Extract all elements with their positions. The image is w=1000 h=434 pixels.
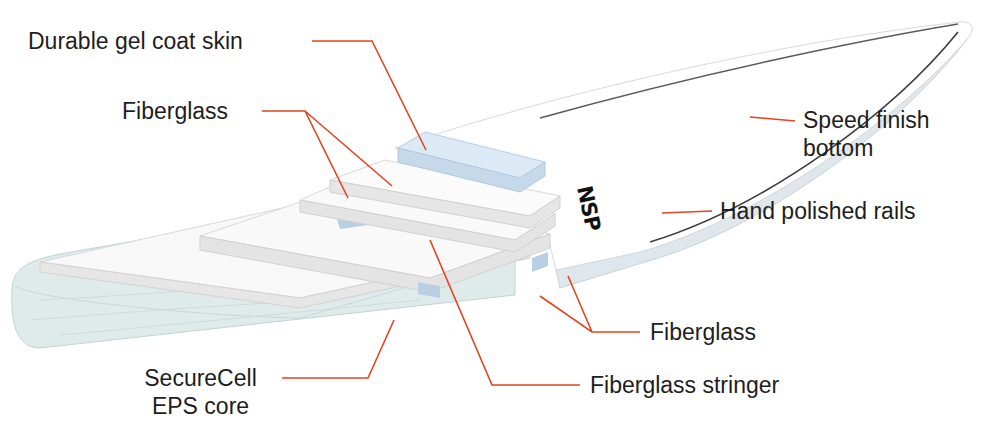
callout-label: Speed finish bottom [803, 106, 968, 162]
callout-label: Hand polished rails [720, 197, 916, 225]
brand-logo: NSP [572, 183, 605, 232]
callout-label: Fiberglass [122, 97, 228, 125]
callout-label: Fiberglass stringer [590, 371, 779, 399]
callout-label: Durable gel coat skin [28, 27, 243, 55]
callout-label: SecureCell EPS core [128, 364, 273, 420]
leader-lines [262, 41, 795, 385]
callout-label: Fiberglass [650, 318, 756, 346]
